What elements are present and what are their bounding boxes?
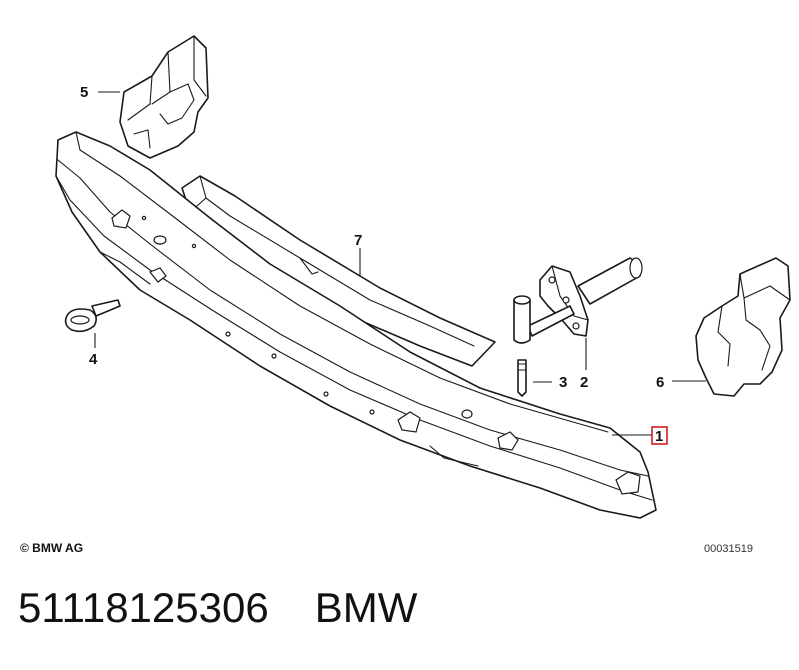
bracket-part-2 — [513, 257, 643, 344]
callout-2: 2 — [580, 374, 588, 391]
callout-7: 7 — [354, 232, 362, 249]
callout-5: 5 — [80, 84, 88, 101]
bracket-part-5 — [119, 35, 209, 159]
brand-name: BMW — [314, 584, 418, 631]
reference-number: 00031519 — [704, 543, 753, 555]
callout-1-highlight — [651, 426, 668, 445]
callout-6: 6 — [656, 374, 664, 391]
part-number: 51118125306 — [18, 584, 269, 631]
callout-3: 3 — [559, 374, 567, 391]
callout-4: 4 — [89, 351, 98, 368]
copyright-text: © BMW AG — [20, 541, 84, 555]
caption: 51118125306 BMW — [18, 584, 417, 632]
bolt-part-3 — [517, 359, 527, 397]
callout-1: 1 — [655, 428, 663, 445]
foam-block-part-6 — [695, 257, 791, 397]
bumper-carrier-part-1 — [55, 131, 657, 519]
towing-eye-part-4 — [64, 299, 121, 333]
